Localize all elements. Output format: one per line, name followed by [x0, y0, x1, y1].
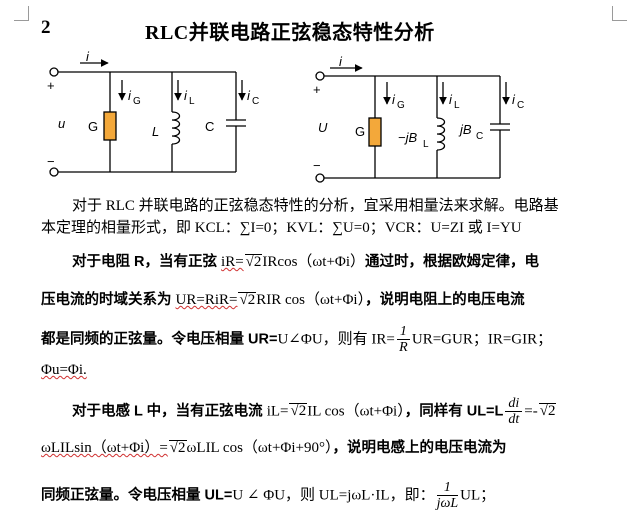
c2-ig: i — [392, 92, 396, 107]
section-title: RLC并联电路正弦稳态特性分析 — [145, 22, 435, 44]
p3-l1-e: ，同样有 UL=L — [404, 403, 504, 420]
p2-l4: Φu=Φi. — [41, 362, 87, 378]
c2-current-i: i — [339, 54, 343, 69]
c2-plus: + — [313, 82, 321, 97]
c2-minus: − — [313, 158, 321, 173]
paragraph-2-line-1: 对于电阻 R，当有正弦 iR=√2IRcos（ωt+Φi）通过时，根据欧姆定律，… — [72, 250, 539, 271]
p3-l1-f: =- — [524, 403, 538, 420]
p3-l3-b: U ∠ ΦU，则 UL=jωL·IL，即： — [232, 487, 435, 504]
p3-l1-frac-den: dt — [508, 412, 520, 428]
p3-l1-frac-num: di — [505, 396, 523, 413]
paragraph-3-line-2: ωLILsin（ωt+Φi）=√2ωLIL cos（ωt+Φi+90°），说明电… — [41, 436, 507, 457]
c1-minus: − — [47, 154, 55, 169]
p3-l3-c: UL； — [460, 487, 496, 504]
c2-il-sub: L — [454, 100, 460, 111]
paragraph-2-line-4: Φu=Φi. — [41, 362, 87, 379]
p2-l1-d: IRcos（ωt+Φi） — [262, 254, 366, 270]
c2-ic: i — [512, 92, 516, 107]
paragraph-1-line-2: 本定理的相量形式，即 KCL：∑I=0；KVL：∑U=0；VCR：U=ZI 或 … — [41, 220, 522, 236]
c1-label-g: G — [88, 119, 98, 134]
p2-l1-a: 对于电阻 R，当有正弦 — [72, 254, 222, 270]
c2-label-g: G — [355, 124, 365, 139]
c2-ic-sub: C — [517, 100, 524, 111]
c2-label-c-sub: C — [476, 131, 483, 142]
p3-l3-frac-den: jωL — [436, 496, 459, 512]
p2-l2-sqrt: √2 — [238, 292, 257, 308]
c2-label-l: −jB — [398, 130, 417, 145]
p2-l1-e: 通过时，根据欧姆定律，电 — [365, 254, 540, 270]
p3-l2-sqrt: √2 — [168, 440, 187, 456]
p2-l2-e: ，说明电阻上的电压电流 — [365, 292, 525, 308]
p3-l2-a: ωLILsin（ωt+Φi）= — [41, 440, 168, 456]
p2-l2-b: UR=RiR= — [175, 292, 238, 308]
p2-l3-c: UR=GUR；IR=GIR； — [411, 331, 553, 348]
circuit-1 — [49, 59, 246, 177]
c1-label-l: L — [152, 124, 159, 139]
circuit-2 — [315, 64, 510, 183]
p3-l1-a: 对于电感 L 中，当有正弦电流 — [72, 403, 267, 420]
p2-l1-b: iR= — [221, 254, 244, 270]
page-corner-mark-right — [612, 6, 627, 21]
page-corner-mark-left — [14, 6, 29, 21]
p2-l2-d: RIR cos（ωt+Φi） — [256, 292, 366, 308]
c2-ig-sub: G — [397, 100, 405, 111]
paragraph-1-line-1: 对于 RLC 并联电路的正弦稳态特性的分析，宜采用相量法来求解。电路基 — [72, 198, 559, 214]
c1-ic-sub: C — [252, 96, 259, 107]
c1-current-i: i — [86, 49, 90, 64]
p3-l3-frac-num: 1 — [436, 480, 459, 497]
c1-il-sub: L — [189, 96, 195, 107]
c1-ig-sub: G — [133, 96, 141, 107]
c1-voltage-u: u — [58, 116, 65, 131]
c1-plus: + — [47, 78, 55, 93]
p3-l2-c: ωLIL cos（ωt+Φi+90°） — [186, 440, 333, 456]
c2-il: i — [449, 92, 453, 107]
c2-label-l-sub: L — [423, 139, 429, 150]
p3-l3-a: 同频正弦量。令电压相量 UL= — [41, 487, 233, 504]
c1-ic: i — [247, 88, 251, 103]
paragraph-2-line-2: 压电流的时域关系为 UR=RiR=√2RIR cos（ωt+Φi），说明电阻上的… — [41, 288, 525, 309]
p3-l1-d: IL cos（ωt+Φi） — [307, 403, 405, 420]
c1-ig: i — [128, 88, 132, 103]
p2-l3-frac-den: R — [399, 340, 408, 356]
section-number: 2 — [41, 17, 51, 38]
p2-l3-a: 都是同频的正弦量。令电压相量 UR= — [41, 331, 278, 348]
c1-il: i — [184, 88, 188, 103]
c2-voltage-u: U — [318, 120, 328, 135]
p3-l1-b: iL= — [266, 403, 289, 420]
p2-l1-sqrt: √2 — [244, 254, 263, 270]
p3-l1-sqrt2: √2 — [538, 403, 557, 420]
p3-l2-d: ，说明电感上的电压电流为 — [332, 440, 507, 456]
p2-l2-a: 压电流的时域关系为 — [41, 292, 176, 308]
p2-l3-frac-num: 1 — [396, 324, 410, 341]
circuit-diagrams: i + − u i G i L i C G L C i + − — [47, 49, 524, 183]
p3-l1-sqrt: √2 — [289, 403, 308, 420]
paragraph-3-line-1: 对于电感 L 中，当有正弦电流 iL=√2IL cos（ωt+Φi），同样有 U… — [72, 396, 557, 428]
c1-label-c: C — [205, 119, 214, 134]
c2-label-c: jB — [458, 122, 472, 137]
p2-l3-b: U∠ΦU，则有 IR= — [277, 331, 395, 348]
